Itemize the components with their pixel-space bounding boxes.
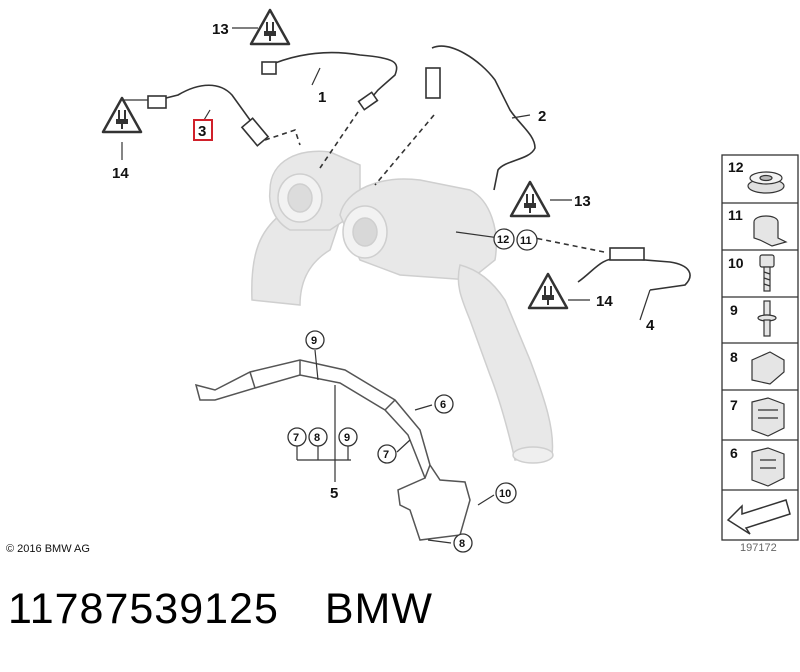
oxygen-sensor-1 xyxy=(261,51,398,169)
legend-label-9: 9 xyxy=(730,302,738,318)
circled-callouts: 9 7 8 9 6 7 10 8 12 11 xyxy=(287,228,538,553)
callout-3-highlight: 3 xyxy=(193,119,213,141)
arrow-icon xyxy=(726,499,791,535)
circle-8: 8 xyxy=(459,538,465,550)
callout-4: 4 xyxy=(646,317,655,334)
circle-11: 11 xyxy=(520,235,532,247)
bolt-icon xyxy=(759,254,775,292)
mounting-bracket xyxy=(194,359,471,541)
clip-icon xyxy=(751,351,785,385)
legend-label-7: 7 xyxy=(730,397,738,413)
circle-6: 6 xyxy=(440,399,446,411)
legend-label-10: 10 xyxy=(728,255,744,271)
callout-13b: 13 xyxy=(574,193,591,210)
callout-14a: 14 xyxy=(112,165,129,182)
legend-panel: 12 11 10 9 8 7 6 xyxy=(721,154,799,541)
oxygen-sensor-3 xyxy=(147,84,301,147)
clamp-icon xyxy=(753,215,788,247)
circle-10: 10 xyxy=(499,488,511,500)
callout-14b: 14 xyxy=(596,293,613,310)
circle-7-group: 7 xyxy=(293,432,299,444)
legend-label-11: 11 xyxy=(728,207,743,223)
legend-label-6: 6 xyxy=(730,445,738,461)
oxygen-sensor-2 xyxy=(374,45,536,191)
callout-3: 3 xyxy=(198,123,206,140)
leader-lines xyxy=(121,27,651,544)
circle-9-group: 9 xyxy=(344,432,350,444)
catalytic-converter xyxy=(251,150,554,464)
callout-5: 5 xyxy=(330,485,338,502)
clip-nut-icon xyxy=(751,447,785,487)
callout-13a: 13 xyxy=(212,21,229,38)
stud-icon xyxy=(757,300,777,337)
copyright-text: © 2016 BMW AG xyxy=(6,543,90,555)
part-number-line: 11787539125 BMW xyxy=(8,585,433,634)
circle-7: 7 xyxy=(383,449,389,461)
grommet-icon xyxy=(747,171,785,194)
oxygen-sensor-4 xyxy=(534,237,691,291)
legend-label-12: 12 xyxy=(728,159,744,175)
spring-nut-icon xyxy=(751,397,785,437)
figure-number: 197172 xyxy=(740,542,777,554)
part-number: 11787539125 xyxy=(8,585,279,633)
circle-8-group: 8 xyxy=(314,432,320,444)
circle-9-top: 9 xyxy=(311,335,317,347)
callout-1: 1 xyxy=(318,89,326,106)
legend-label-8: 8 xyxy=(730,349,738,365)
brand-name: BMW xyxy=(324,585,433,633)
circle-12: 12 xyxy=(497,234,509,246)
callout-2: 2 xyxy=(538,108,546,125)
callout-labels: 13 1 2 13 14 4 14 5 xyxy=(112,21,655,502)
parts-diagram: 13 1 2 13 14 4 14 5 3 9 7 8 9 6 7 10 8 1… xyxy=(101,8,799,553)
